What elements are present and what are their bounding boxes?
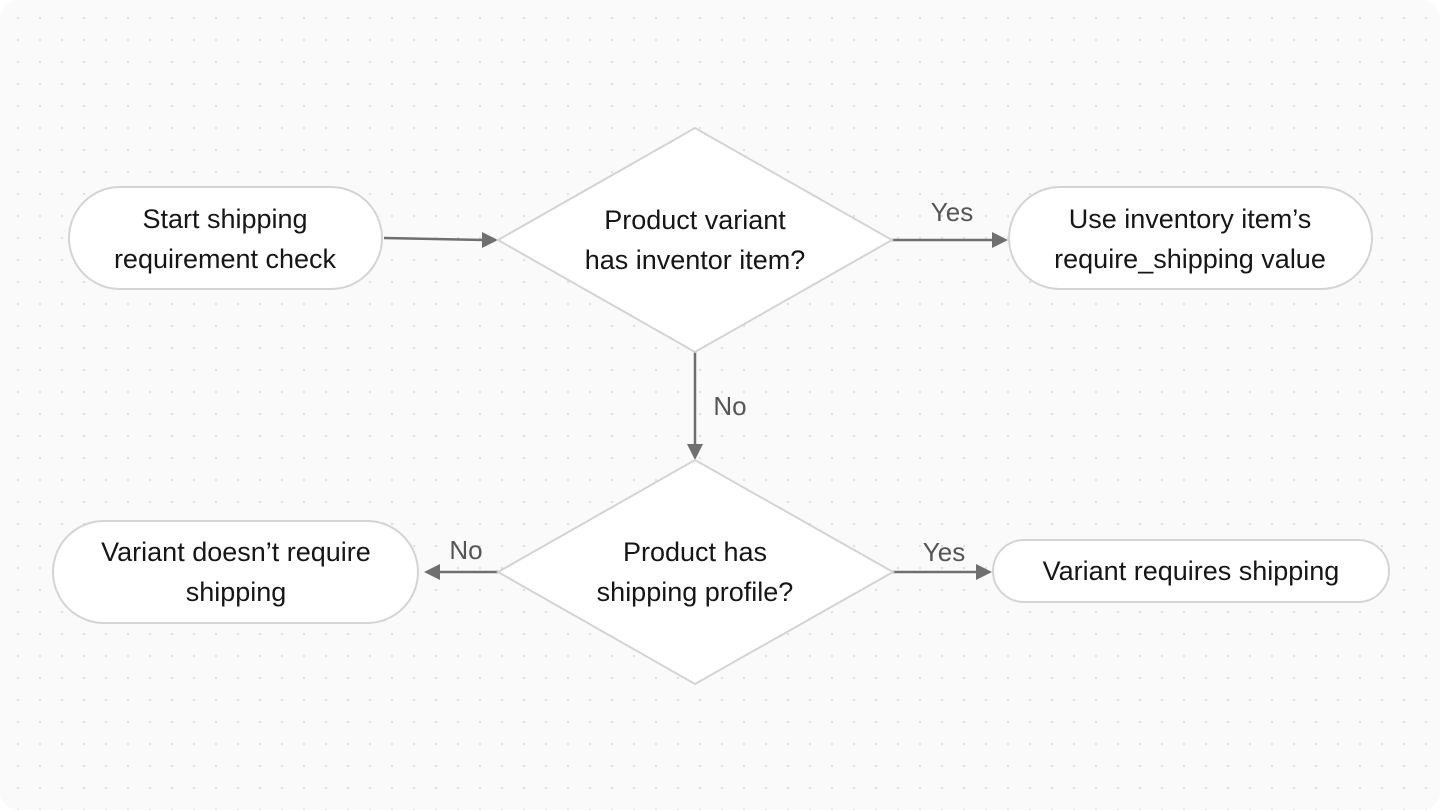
node-no-shipping-line1: Variant doesn’t require <box>101 537 371 567</box>
node-requires-shipping: Variant requires shipping <box>992 539 1390 603</box>
node-no-shipping: Variant doesn’t require shipping <box>52 520 419 624</box>
node-start-line1: Start shipping <box>142 204 307 234</box>
edge-label-profile-no: No <box>449 535 482 565</box>
edge-label-inventory-no: No <box>713 391 746 421</box>
edge-profile-no <box>424 564 498 580</box>
node-use-inventory-line1: Use inventory item’s <box>1069 204 1312 234</box>
node-start-line2: requirement check <box>114 244 337 274</box>
node-use-inventory: Use inventory item’s require_shipping va… <box>1008 186 1373 290</box>
edge-profile-yes <box>893 564 992 580</box>
node-decision-profile: Product has shipping profile? <box>495 458 896 686</box>
node-decision-profile-line2: shipping profile? <box>597 577 794 607</box>
edge-start-to-inventory-decision <box>383 232 498 248</box>
node-start: Start shipping requirement check <box>68 186 383 290</box>
edge-label-inventory-yes: Yes <box>931 197 973 227</box>
node-use-inventory-line2: require_shipping value <box>1054 244 1326 274</box>
edge-inventory-yes <box>892 232 1008 248</box>
node-no-shipping-line2: shipping <box>186 577 287 607</box>
edge-inventory-no <box>687 352 703 460</box>
node-decision-profile-line1: Product has <box>623 537 767 567</box>
node-decision-inventory-line1: Product variant <box>604 205 786 235</box>
node-decision-inventory-line2: has inventor item? <box>585 245 806 275</box>
node-decision-inventory: Product variant has inventor item? <box>495 126 895 354</box>
edge-label-profile-yes: Yes <box>923 537 965 567</box>
node-requires-shipping-line1: Variant requires shipping <box>1043 556 1340 586</box>
